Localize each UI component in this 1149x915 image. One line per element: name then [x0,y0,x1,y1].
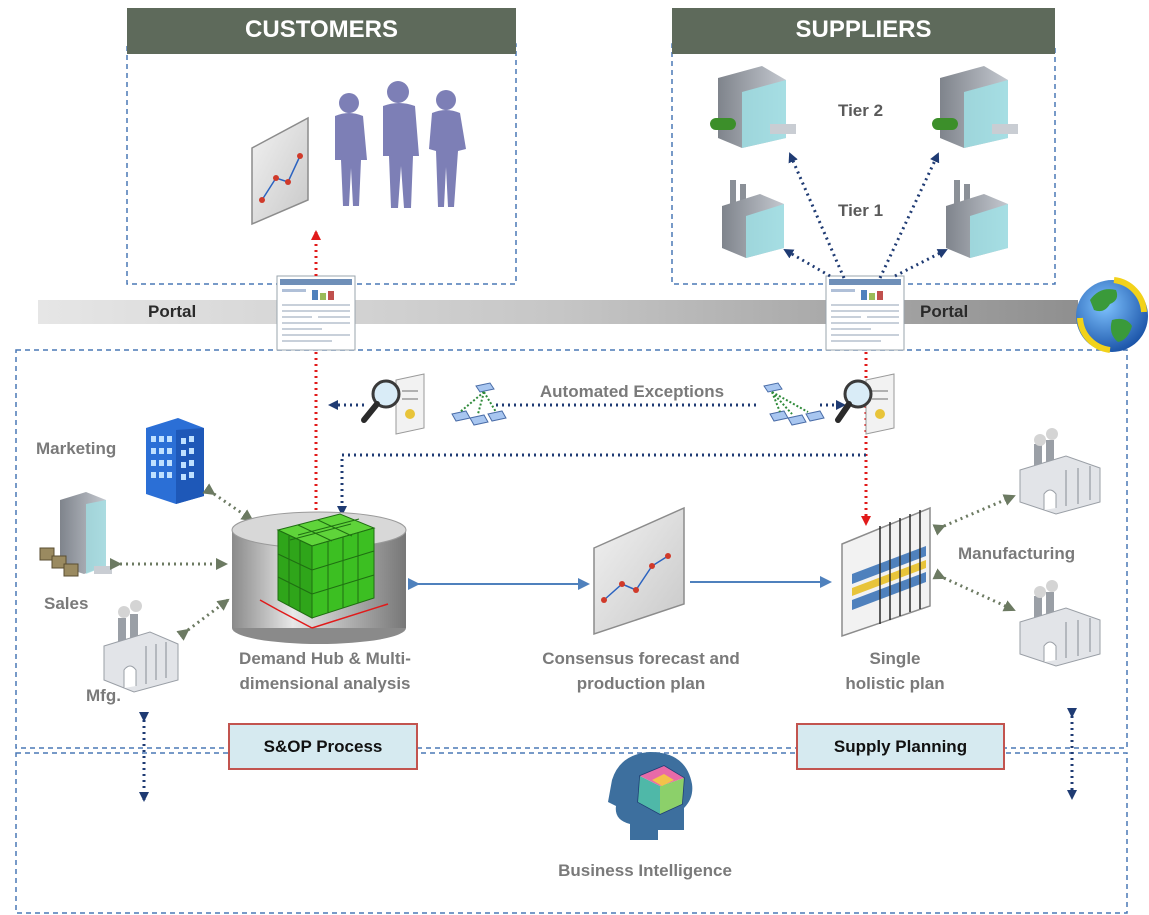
customers-box [126,43,517,285]
portal-right-label: Portal [920,302,969,321]
tier1-label: Tier 1 [838,201,884,220]
data-cube-icon [259,513,389,629]
portal-screen-left [276,275,356,351]
business-intelligence-label: Business Intelligence [558,861,732,880]
marketing-label: Marketing [36,439,117,458]
sop-process-tag: S&OP Process [228,723,418,770]
business-intelligence-head-icon [608,752,693,840]
supplier-factory-tier1-left-icon [722,180,784,258]
mfg-label: Mfg. [86,686,121,705]
sales-label: Sales [44,594,89,613]
supplier-office-tier2-left-icon [710,66,796,148]
sales-building-icon [39,492,112,577]
function-arrows [110,483,1016,641]
portal-screen-right [825,275,905,351]
arrow-plan-feedback-to-hub [337,453,866,516]
hub-label-line1: Demand Hub & Multi- [239,649,411,668]
globe-icon [1076,277,1148,353]
customer-people-icon [335,81,466,208]
enterprise-box [15,349,1128,749]
supplier-arrows [783,152,948,279]
exception-document-right-icon [835,373,895,435]
manufacturing-factory-top-icon [1019,428,1101,515]
forecast-label-line2: production plan [576,674,706,693]
tier2-label: Tier 2 [838,101,884,120]
hub-label-line2: dimensional analysis [239,674,411,693]
forecast-label-line1: Consensus forecast and [542,649,740,668]
supply-planning-tag: Supply Planning [796,723,1005,770]
mfg-factory-icon [103,600,179,693]
suppliers-header: SUPPLIERS [672,8,1055,54]
manufacturing-label: Manufacturing [958,544,1076,563]
exception-document-left-icon [361,373,425,435]
forecast-label: Consensus forecast and production plan [510,646,772,696]
plan-label-line2: holistic plan [845,674,945,693]
forecast-chart-board-icon [593,506,685,636]
manufacturing-factory-bottom-icon [1019,580,1101,667]
hub-label: Demand Hub & Multi- dimensional analysis [200,646,450,696]
supplier-office-tier2-right-icon [932,66,1018,148]
automated-exceptions-label: Automated Exceptions [539,382,725,401]
network-left-icon [451,382,507,426]
supplier-factory-tier1-right-icon [946,180,1008,258]
portal-left-label: Portal [148,302,197,321]
plan-label: Single holistic plan [820,646,970,696]
bi-box [15,752,1128,914]
marketing-building-icon [146,418,204,504]
portal-bar [38,300,1078,324]
customer-chart-board-icon [251,116,309,226]
customers-header: CUSTOMERS [127,8,516,54]
network-right-icon [763,382,825,426]
plan-label-line1: Single [869,649,921,668]
holistic-plan-board-icon [841,506,931,638]
